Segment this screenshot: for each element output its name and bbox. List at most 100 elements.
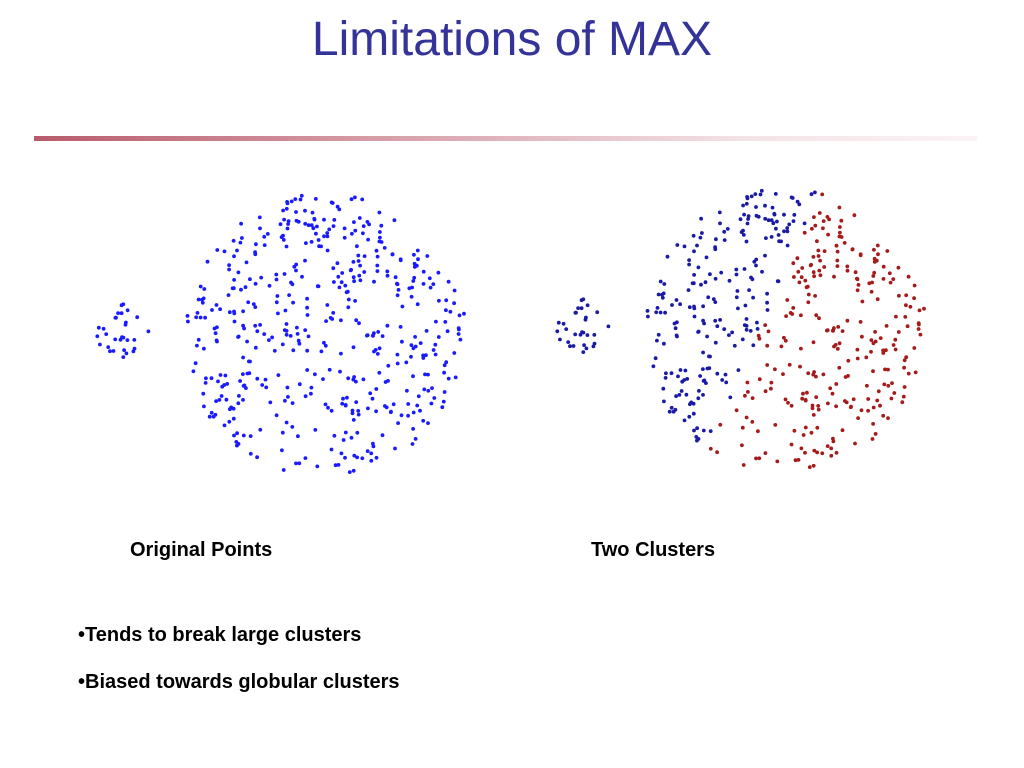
cluster-one-point (727, 333, 731, 337)
cluster-one-point (679, 389, 684, 393)
original-point (349, 197, 354, 202)
original-point (343, 283, 348, 288)
original-point (421, 269, 426, 274)
cluster-one-point (708, 272, 712, 277)
cluster-one-point (692, 273, 696, 277)
original-point (428, 285, 433, 290)
original-point (390, 252, 395, 257)
original-point (362, 254, 367, 258)
cluster-one-point (558, 337, 562, 342)
cluster-two-point (904, 355, 909, 360)
cluster-two-point (848, 405, 853, 410)
original-point (429, 401, 434, 406)
original-point (135, 315, 140, 320)
cluster-one-point (752, 259, 757, 264)
original-point (303, 208, 307, 213)
original-point (217, 398, 222, 402)
original-point (272, 348, 277, 353)
cluster-two-point (775, 459, 780, 464)
original-point (432, 396, 437, 400)
original-point (314, 231, 318, 236)
original-point (325, 231, 330, 235)
original-point (379, 240, 384, 244)
original-point (218, 373, 223, 377)
cluster-one-point (714, 237, 718, 242)
original-point (339, 451, 344, 456)
original-point (196, 337, 201, 342)
bullet-item: •Tends to break large clusters (78, 622, 400, 648)
cluster-one-point (738, 217, 743, 222)
original-point (458, 337, 463, 342)
original-point (411, 374, 415, 379)
cluster-two-point (844, 400, 849, 405)
cluster-one-point (655, 338, 659, 343)
cluster-two-point (750, 420, 755, 424)
original-point (412, 275, 417, 280)
original-point (342, 226, 347, 231)
original-point (280, 342, 285, 347)
original-point (361, 377, 366, 382)
cluster-one-point (658, 279, 663, 284)
cluster-two-point (740, 425, 745, 430)
original-point (274, 300, 279, 305)
original-point (411, 410, 416, 415)
cluster-one-point (711, 297, 716, 301)
cluster-two-point (815, 239, 819, 244)
cluster-one-point (574, 310, 578, 315)
cluster-one-point (717, 210, 722, 215)
bullet-marker: • (78, 671, 86, 693)
original-point (294, 268, 298, 273)
original-point (231, 406, 236, 411)
cluster-one-point (707, 354, 711, 359)
cluster-one-point (755, 320, 759, 325)
cluster-two-point (817, 268, 822, 273)
original-point (274, 277, 279, 282)
cluster-one-point (769, 235, 774, 239)
cluster-one-point (696, 437, 701, 441)
original-point (191, 369, 196, 374)
original-point (232, 433, 236, 438)
original-point (418, 341, 423, 345)
original-point (446, 376, 451, 381)
cluster-one-point (581, 297, 586, 302)
cluster-two-point (827, 217, 831, 222)
original-point (457, 327, 461, 332)
original-point (264, 385, 269, 390)
cluster-one-point (697, 389, 701, 393)
cluster-two-point (821, 226, 825, 231)
original-point (353, 195, 357, 200)
cluster-one-point (692, 428, 696, 433)
cluster-two-point (810, 403, 815, 408)
original-point (278, 222, 283, 227)
original-point (263, 377, 268, 382)
original-point (207, 414, 212, 419)
cluster-one-point (754, 213, 759, 218)
cluster-two-point (832, 344, 836, 349)
original-point (356, 253, 361, 258)
original-point (392, 218, 397, 223)
cluster-one-point (566, 340, 571, 344)
cluster-two-point (765, 343, 770, 348)
original-point (281, 208, 285, 213)
original-point (385, 273, 390, 278)
cluster-two-point (912, 346, 917, 350)
cluster-one-point (662, 399, 666, 404)
cluster-one-point (556, 320, 561, 325)
cluster-two-point (837, 341, 842, 346)
cluster-two-point (746, 390, 750, 394)
original-point (253, 252, 258, 257)
cluster-two-point (812, 448, 817, 453)
original-point (282, 272, 287, 276)
original-point (436, 270, 441, 275)
original-point (241, 309, 246, 314)
cluster-one-point (736, 368, 741, 372)
cluster-two-point (817, 316, 821, 321)
cluster-two-point (840, 428, 845, 433)
cluster-one-point (656, 332, 661, 337)
cluster-one-point (682, 378, 687, 382)
original-point (274, 413, 279, 418)
cluster-two-point (822, 249, 827, 253)
original-point (424, 329, 429, 333)
original-point (351, 345, 356, 350)
cluster-two-point (757, 456, 762, 461)
